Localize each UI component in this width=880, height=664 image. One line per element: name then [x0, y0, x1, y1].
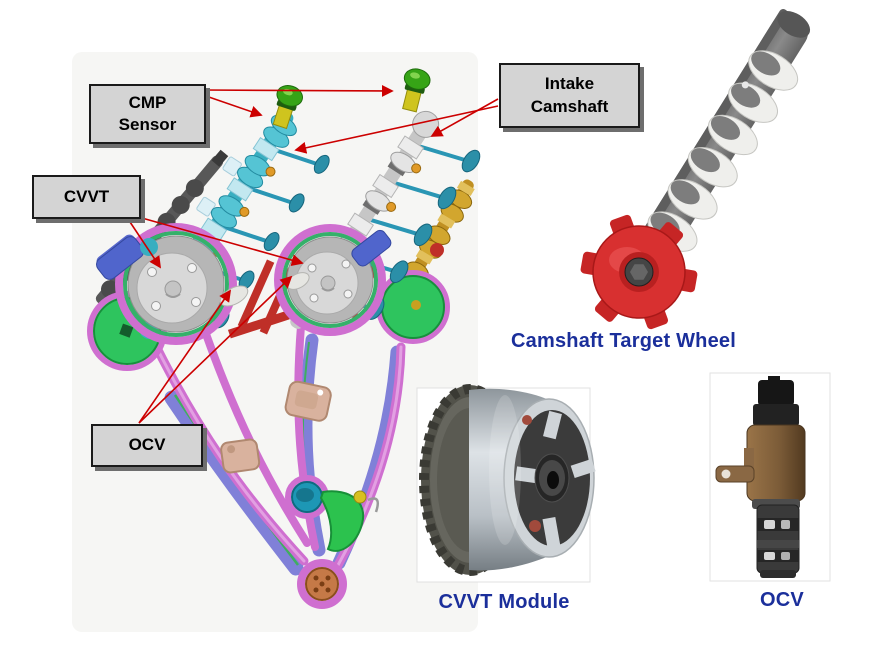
callout-ocv-label: OCV — [128, 435, 166, 455]
caption-camshaft-target-wheel: Camshaft Target Wheel — [511, 330, 736, 352]
callout-intake-camshaft-line2: Camshaft — [530, 96, 609, 116]
chain-tensioner — [319, 490, 379, 552]
blue-fittings — [96, 229, 392, 280]
arrow-cmp-to-right-sensor — [202, 84, 394, 97]
caption-cvvt-module: CVVT Module — [438, 591, 570, 613]
arrow-intake-to-gray-cam — [430, 98, 499, 137]
target-wheel-drawing — [580, 214, 698, 330]
arrow-ocv-to-right-valve — [138, 275, 293, 424]
ocv-image — [709, 372, 831, 582]
callout-cmp-sensor-line1: CMP — [128, 92, 167, 112]
callout-intake-camshaft: Intake Camshaft — [499, 63, 640, 128]
arrow-intake-to-teal-cam — [294, 105, 499, 154]
cmp-sensor-right-drawing — [402, 68, 431, 113]
arrow-cmp-to-left-sensor — [202, 94, 263, 118]
arrow-cvvt-to-right-module — [123, 212, 304, 267]
mounting-brackets — [220, 380, 332, 474]
callout-arrows — [123, 84, 499, 424]
idler-sprocket — [291, 481, 323, 513]
caption-ocv: OCV — [760, 589, 804, 611]
callout-cvvt-label: CVVT — [63, 186, 110, 206]
cvvt-module-image — [416, 384, 596, 583]
callout-intake-camshaft-line1: Intake — [544, 74, 595, 94]
crank-sprocket — [305, 567, 339, 601]
callout-cmp-sensor-line2: Sensor — [118, 115, 177, 134]
camshaft-target-wheel-image — [580, 9, 811, 330]
callout-cmp-sensor: CMP Sensor — [89, 84, 206, 144]
arrow-ocv-to-left-valve — [138, 289, 232, 424]
timing-chain-assembly-illustration — [72, 52, 481, 632]
callout-cvvt: CVVT — [32, 175, 141, 219]
right-green-gear — [376, 270, 450, 344]
arrow-cvvt-to-left-module — [123, 212, 161, 269]
callout-ocv: OCV — [91, 424, 203, 467]
